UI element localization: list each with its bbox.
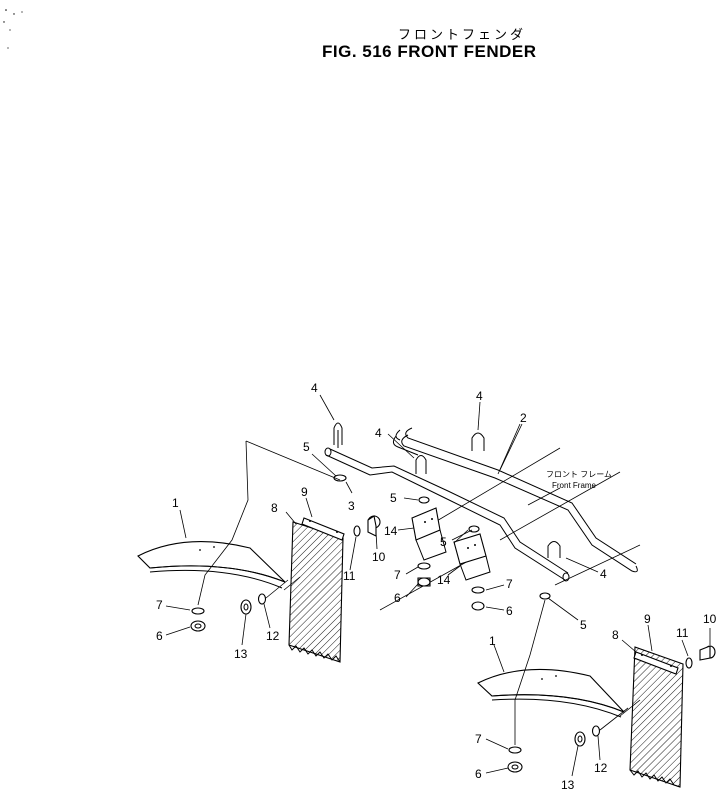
callout-5: 5 [440, 535, 447, 549]
nut-6-right [507, 761, 523, 773]
u-bolt-4b [415, 455, 427, 474]
nut-6-left [190, 620, 206, 632]
figure-title-japanese: フロントフェンダ [398, 28, 527, 43]
callout-1: 1 [489, 634, 496, 648]
callout-14: 14 [437, 573, 451, 587]
washer-11-left [353, 525, 361, 537]
callout-5: 5 [303, 440, 310, 454]
washer-7-left [191, 607, 205, 615]
fender-1-right [477, 668, 625, 718]
callout-7: 7 [475, 732, 482, 746]
u-bolt-4a [333, 422, 343, 448]
washer-11-right [685, 657, 693, 669]
right-assembly-leaders [514, 599, 641, 745]
callout-leaders [165, 394, 711, 777]
figure-title: FIG. 516 FRONT FENDER [322, 42, 537, 61]
mud-flap-8-right [629, 646, 684, 788]
callout-9: 9 [301, 485, 308, 499]
front-frame-annotation: フロント フレーム Front Frame [546, 470, 612, 490]
callout-11: 11 [343, 569, 356, 583]
callout-14: 14 [384, 524, 398, 538]
callout-13: 13 [234, 647, 248, 661]
support-bar-3 [324, 447, 570, 582]
bolt-10-right [699, 645, 716, 661]
bracket-14b [453, 533, 491, 581]
callout-8: 8 [612, 628, 619, 642]
callout-7: 7 [156, 598, 163, 612]
nut-washer-center-left [417, 562, 431, 587]
washer-12-left [257, 593, 267, 605]
front-frame-label: Front Frame [552, 481, 597, 490]
left-assembly-leaders [197, 440, 341, 606]
callout-6: 6 [394, 591, 401, 605]
strip-9-left [301, 517, 345, 541]
strip-9-right [633, 651, 679, 675]
scan-speckle [3, 9, 23, 49]
callout-4: 4 [311, 381, 318, 395]
nut-13-left [240, 599, 252, 615]
callout-1: 1 [172, 496, 179, 510]
callout-3: 3 [348, 499, 355, 513]
callout-10: 10 [703, 612, 717, 626]
callout-13: 13 [561, 778, 575, 789]
nut-washer-center-right [471, 586, 485, 611]
callout-6: 6 [475, 767, 482, 781]
callout-12: 12 [594, 761, 608, 775]
callout-7: 7 [394, 568, 401, 582]
bolt-10-left [367, 515, 381, 537]
callout-2: 2 [520, 411, 527, 425]
front-frame-label-japanese: フロント フレーム [546, 470, 612, 479]
u-bolt-4c [471, 432, 485, 451]
mud-flap-8-left [288, 521, 344, 663]
callout-labels: 1 1 2 3 4 4 4 4 5 5 5 5 6 6 6 6 7 7 7 7 … [156, 381, 717, 789]
bracket-14a [411, 507, 447, 561]
callout-4: 4 [375, 426, 382, 440]
callout-11: 11 [676, 626, 689, 640]
callout-10: 10 [372, 550, 386, 564]
callout-12: 12 [266, 629, 280, 643]
callout-6: 6 [506, 604, 513, 618]
plate-5-parts [333, 474, 551, 600]
fender-1-left [137, 541, 286, 589]
washer-12-right [591, 725, 601, 737]
callout-6: 6 [156, 629, 163, 643]
support-bar-2 [392, 427, 638, 573]
callout-5: 5 [580, 618, 587, 632]
callout-4: 4 [600, 567, 607, 581]
callout-9: 9 [644, 612, 651, 626]
washer-7-right [508, 746, 522, 754]
callout-5: 5 [390, 491, 397, 505]
callout-7: 7 [506, 577, 513, 591]
u-bolt-4d [547, 541, 561, 558]
nut-13-right [574, 731, 586, 747]
callout-8: 8 [271, 501, 278, 515]
callout-4: 4 [476, 389, 483, 403]
